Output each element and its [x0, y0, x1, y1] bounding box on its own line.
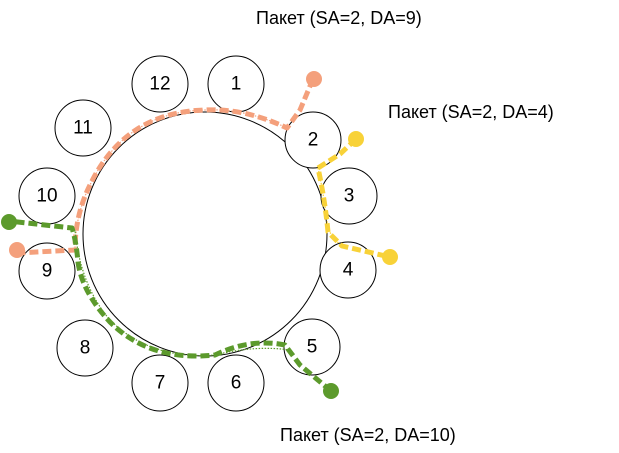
- node-2: 2: [284, 111, 342, 169]
- ring-nodes: 1 2 3 4 5 6 7 8 9 10 11 12: [18, 55, 378, 412]
- node-label: 8: [80, 338, 91, 359]
- node-label: 7: [155, 373, 166, 394]
- route-da9-dashed: [16, 78, 316, 256]
- route-packet-da10: [1, 214, 339, 399]
- node-1: 1: [207, 55, 265, 113]
- node-label: 3: [344, 186, 355, 207]
- node-label: 11: [73, 118, 93, 139]
- node-4: 4: [319, 241, 377, 299]
- node-label: 12: [149, 74, 170, 95]
- node-label: 4: [343, 260, 354, 281]
- node-11: 11: [54, 99, 112, 157]
- node-label: 5: [307, 337, 318, 358]
- node-3: 3: [320, 167, 378, 225]
- route-da10-dashed: [8, 218, 333, 393]
- node-label: 6: [231, 373, 242, 394]
- node-label: 1: [231, 74, 242, 95]
- source-dot-da10: [323, 383, 339, 399]
- route-packet-da4: [315, 131, 398, 265]
- node-8: 8: [56, 319, 114, 377]
- route-da4-dashed: [315, 137, 391, 260]
- destination-dot-da9: [9, 242, 25, 258]
- destination-dot-da10: [1, 214, 17, 230]
- route-packet-da9: [9, 71, 322, 258]
- node-7: 7: [131, 354, 189, 412]
- node-label: 2: [308, 130, 319, 151]
- node-5: 5: [283, 318, 341, 376]
- node-9: 9: [18, 242, 76, 300]
- node-10: 10: [18, 167, 76, 225]
- source-dot-da4: [348, 131, 364, 147]
- destination-dot-da4: [382, 249, 398, 265]
- packet-label-da10: Пакет (SA=2, DA=10): [280, 425, 456, 445]
- packet-label-da9: Пакет (SA=2, DA=9): [256, 8, 422, 28]
- node-label: 9: [42, 261, 53, 282]
- node-label: 10: [36, 186, 57, 207]
- node-6: 6: [207, 354, 265, 412]
- source-dot-da9: [306, 71, 322, 87]
- node-12: 12: [131, 55, 189, 113]
- packet-label-da4: Пакет (SA=2, DA=4): [388, 102, 554, 122]
